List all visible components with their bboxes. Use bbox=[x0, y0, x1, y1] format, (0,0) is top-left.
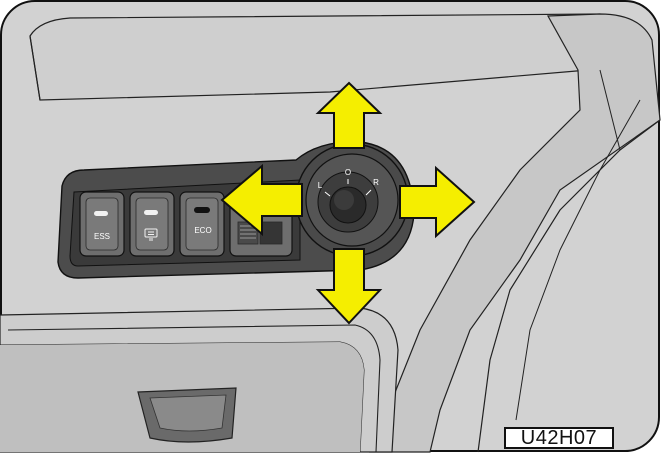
ess-button[interactable]: ESS bbox=[79, 191, 125, 257]
knob-tick-left bbox=[324, 191, 331, 197]
door-pillar-edge-2 bbox=[515, 99, 641, 421]
ess-indicator-light bbox=[94, 211, 108, 216]
right-arrow-icon bbox=[399, 165, 476, 239]
knob-label-left: L bbox=[318, 181, 323, 190]
door-upper-panel bbox=[29, 13, 611, 101]
knob-tick-right bbox=[365, 189, 372, 196]
knob-label-center: O bbox=[345, 168, 351, 177]
up-arrow-icon bbox=[315, 81, 383, 149]
door-pillar-edge bbox=[477, 119, 661, 453]
switch-icon bbox=[237, 221, 283, 245]
left-arrow-icon bbox=[220, 163, 303, 237]
ess-button-label: ESS bbox=[94, 232, 110, 241]
eco-button[interactable]: ECO bbox=[179, 191, 225, 257]
handle-pocket-inner bbox=[149, 394, 227, 432]
door-trim-line bbox=[29, 35, 41, 101]
defogger-indicator-light bbox=[144, 210, 158, 215]
lower-trim-inner bbox=[7, 324, 381, 453]
knob-label-right: R bbox=[373, 178, 379, 187]
rear-defogger-icon bbox=[144, 228, 158, 241]
door-pillar-edge-3 bbox=[599, 69, 621, 151]
figure-code: U42H07 bbox=[504, 427, 614, 449]
rear-defogger-button[interactable] bbox=[129, 191, 175, 257]
down-arrow-icon bbox=[315, 248, 383, 325]
eco-button-label: ECO bbox=[194, 226, 211, 235]
mirror-adjust-knob[interactable]: L O R bbox=[295, 143, 409, 257]
eco-indicator-light bbox=[194, 207, 210, 213]
